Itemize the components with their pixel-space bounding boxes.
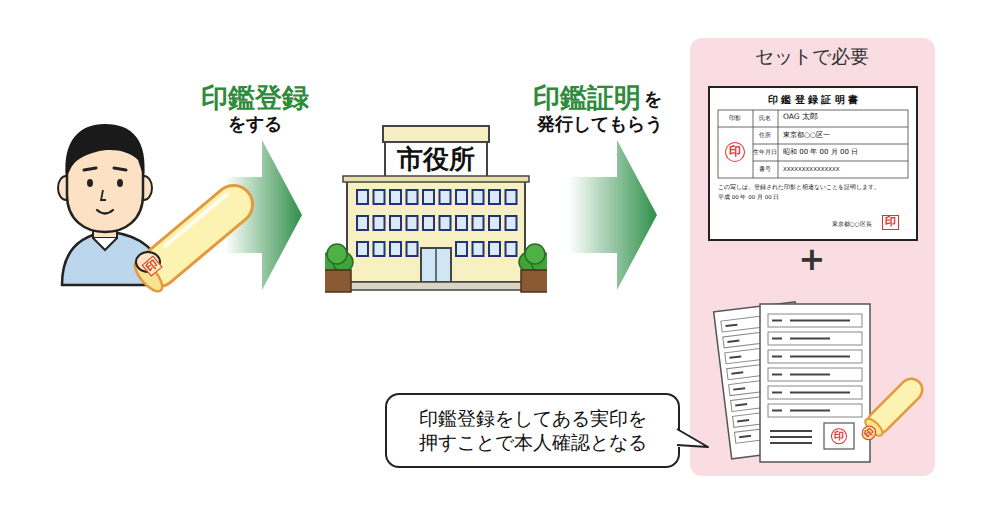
window <box>440 216 451 230</box>
window <box>506 242 517 256</box>
window <box>390 190 401 204</box>
window <box>407 190 418 204</box>
window <box>489 190 500 204</box>
ledge <box>343 176 529 182</box>
window <box>374 242 385 256</box>
window <box>423 190 434 204</box>
planter <box>325 270 351 292</box>
callout-bubble: 印鑑登録をしてある実印を 押すことで本人確認となる <box>385 393 680 468</box>
window <box>357 190 368 204</box>
field-value: XXXXXXXXXXXXXXX <box>783 166 840 172</box>
field-name: 印影 <box>729 115 741 122</box>
window <box>407 216 418 230</box>
seal-face: 印 <box>142 256 163 277</box>
field-name: 番号 <box>759 166 771 173</box>
window <box>456 216 467 230</box>
step-label: をする <box>228 114 282 135</box>
field-value: OAG 太郎 <box>783 113 818 122</box>
certificate-note: この写しは、登録された印影と相違ないことを証明します。 <box>718 184 880 190</box>
field-name: 住所 <box>759 132 771 139</box>
window <box>390 242 401 256</box>
issuer-name: 東京都○○区長 <box>832 221 872 227</box>
field-name: 生年月日 <box>753 149 777 155</box>
seal-certificate: 印 鑑 登 録 証 明 書印影 氏名 OAG 太郎住所 東京都○○区一生年月日昭和 0… <box>708 86 918 241</box>
step-label: 印鑑証明 <box>533 82 641 113</box>
sign-board <box>385 142 487 180</box>
fat-arrow <box>225 140 302 290</box>
window <box>357 216 368 230</box>
step-label: 発行してもらう <box>537 114 663 135</box>
seal-impression: 印 <box>725 142 745 162</box>
window <box>374 190 385 204</box>
planter <box>521 270 547 292</box>
window <box>489 242 500 256</box>
entrance <box>421 248 451 282</box>
certificate-title: 印 鑑 登 録 証 明 書 <box>768 94 859 106</box>
step-label: 印鑑登録 <box>201 82 309 113</box>
window <box>473 190 484 204</box>
stamp-mark: 印 <box>831 428 847 444</box>
window <box>489 216 500 230</box>
fat-arrow <box>569 140 657 290</box>
window <box>473 242 484 256</box>
panel-heading: セットで必要 <box>755 46 869 68</box>
window <box>506 190 517 204</box>
shrub <box>327 244 347 264</box>
window <box>456 190 467 204</box>
window <box>374 216 385 230</box>
plus-sign: + <box>799 243 826 275</box>
building-body <box>347 180 525 282</box>
issuer-seal: 印 <box>882 215 899 230</box>
window <box>423 216 434 230</box>
step-label: を <box>644 89 662 110</box>
window <box>357 242 368 256</box>
person-figure <box>58 124 165 285</box>
certificate-date: 平成 00 年 00 月 00 日 <box>718 194 780 200</box>
field-name: 氏名 <box>759 115 771 122</box>
front-document <box>760 304 870 462</box>
base <box>335 282 537 290</box>
window <box>506 216 517 230</box>
window <box>390 216 401 230</box>
window <box>473 216 484 230</box>
callout-tail <box>678 425 712 459</box>
field-value: 東京都○○区一 <box>783 131 830 139</box>
callout-text: 印鑑登録をしてある実印を 押すことで本人確認となる <box>416 406 650 455</box>
window <box>440 190 451 204</box>
seal-stick <box>130 178 260 296</box>
window <box>456 242 467 256</box>
window <box>407 242 418 256</box>
field-value: 昭和 00 年 00 月 00 日 <box>783 148 858 156</box>
city-hall: 市役所 <box>325 122 547 302</box>
shrub <box>525 244 545 264</box>
stamp-box <box>824 423 854 449</box>
roof <box>383 126 489 142</box>
building-sign: 市役所 <box>397 145 475 175</box>
